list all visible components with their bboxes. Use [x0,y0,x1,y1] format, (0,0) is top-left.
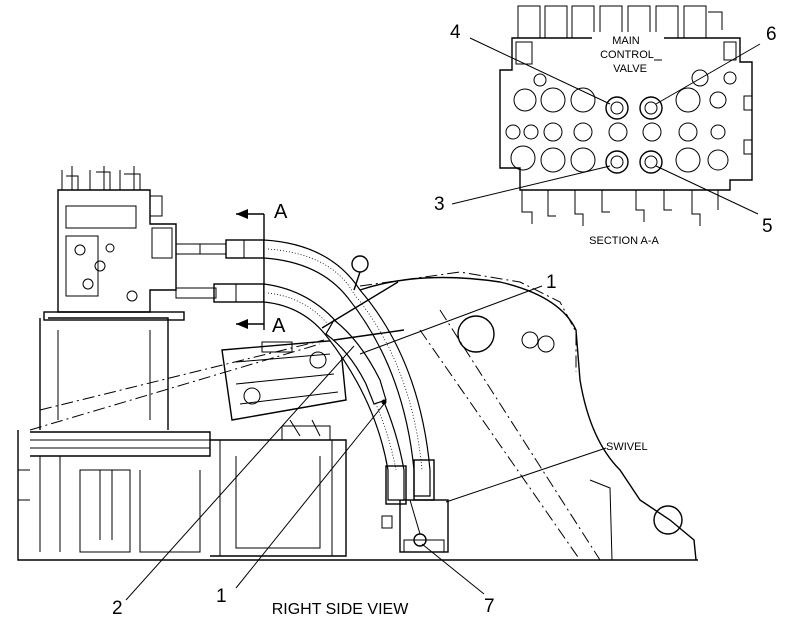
callout-3: 3 [434,194,445,215]
valve-body-outline [499,37,753,191]
right-side-view: A A [17,166,698,619]
leader-swivel [445,447,607,503]
leader-1-lower [235,403,385,589]
main-control-valve-label-line2: CONTROL [600,49,654,61]
leader-6 [655,43,761,105]
leader-3 [451,165,611,205]
callout-5: 5 [762,216,773,237]
callout-6: 6 [766,24,777,45]
fitting-5 [639,150,663,174]
swing-motor-assembly [210,339,347,557]
upper-structure-outline [29,271,697,561]
valve-hose-fittings [175,239,265,303]
main-control-valve-label-line3: VALVE [613,63,647,75]
machine-frame [17,317,698,561]
fitting-3 [605,150,629,174]
leader-2 [125,345,355,601]
section-cut-markers: A A [236,201,288,337]
hose-bundle [263,239,435,547]
right-side-view-caption: RIGHT SIDE VIEW [272,601,410,618]
section-marker-bottom: A [272,315,286,337]
section-marker-top: A [274,201,288,223]
callout-7: 7 [484,596,495,617]
leader-7 [421,543,485,595]
callout-1-lower: 1 [216,586,227,607]
leader-5 [655,165,759,215]
callout-1-upper: 1 [546,272,557,293]
callout-2: 2 [112,598,123,619]
leader-1-upper [359,285,543,355]
hose-clip-top [351,255,369,273]
section-a-a-caption: SECTION A-A [589,235,659,247]
callout-4: 4 [450,22,461,43]
valve-port-grid [505,69,737,173]
main-control-valve-block [43,166,185,321]
fitting-6 [639,96,663,120]
main-control-valve-label-line1: MAIN [612,35,640,47]
leader-4 [469,37,611,105]
swivel-label: SWIVEL [606,441,648,453]
valve-spool-tails [521,190,719,226]
section-a-a-inset: MAIN CONTROL VALVE 4 6 3 5 SECTION A-A [434,5,777,247]
fitting-4 [605,96,629,120]
